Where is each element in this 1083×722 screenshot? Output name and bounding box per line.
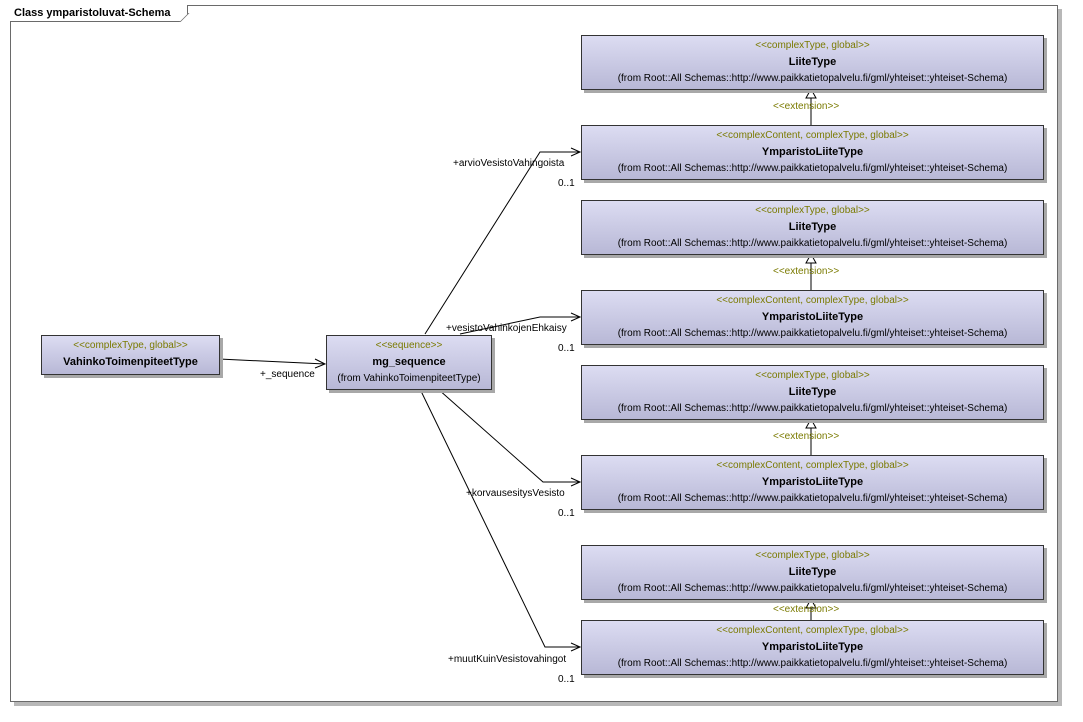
extension-arrow-1 bbox=[805, 87, 817, 99]
class-stereotype: <<complexType, global>> bbox=[755, 550, 870, 561]
class-stereotype: <<complexContent, complexType, global>> bbox=[716, 295, 909, 306]
class-ymparistoliitetype-3[interactable]: <<complexContent, complexType, global>> … bbox=[581, 455, 1044, 510]
class-liitetype-1[interactable]: <<complexType, global>> LiiteType (from … bbox=[581, 35, 1044, 90]
extension-arrow-2 bbox=[805, 252, 817, 264]
class-name: YmparistoLiiteType bbox=[761, 641, 864, 653]
class-liitetype-2[interactable]: <<complexType, global>> LiiteType (from … bbox=[581, 200, 1044, 255]
role-label-2: +vesistoVahinkojenEhkaisy bbox=[446, 323, 567, 334]
class-from: (from Root::All Schemas::http://www.paik… bbox=[617, 403, 1008, 414]
role-link-1 bbox=[424, 151, 580, 335]
sequence-stereotype: <<sequence>> bbox=[375, 340, 443, 351]
extension-label: <<extension>> bbox=[773, 604, 840, 615]
extension-arrow-4 bbox=[805, 597, 817, 609]
role-label-1: +arvioVesistoVahingoista bbox=[453, 158, 565, 169]
class-stereotype: <<complexType, global>> bbox=[755, 205, 870, 216]
class-from: (from Root::All Schemas::http://www.paik… bbox=[617, 583, 1008, 594]
class-name: YmparistoLiiteType bbox=[761, 146, 864, 158]
class-name: YmparistoLiiteType bbox=[761, 476, 864, 488]
class-name: VahinkoToimenpiteetType bbox=[63, 356, 198, 368]
frame-title: Class ymparistoluvat-Schema bbox=[10, 5, 188, 22]
class-name: LiiteType bbox=[788, 221, 837, 233]
role-mult-4: 0..1 bbox=[558, 674, 575, 685]
class-from: (from Root::All Schemas::http://www.paik… bbox=[617, 238, 1008, 249]
class-stereotype: <<complexContent, complexType, global>> bbox=[716, 130, 909, 141]
class-ymparistoliitetype-1[interactable]: <<complexContent, complexType, global>> … bbox=[581, 125, 1044, 180]
role-link-2 bbox=[459, 316, 580, 335]
class-stereotype: <<complexType, global>> bbox=[755, 40, 870, 51]
class-stereotype: <<complexContent, complexType, global>> bbox=[716, 625, 909, 636]
role-label-3: +korvausesitysVesisto bbox=[466, 488, 565, 499]
sequence-from: (from VahinkoToimenpiteetType) bbox=[337, 373, 481, 384]
class-ymparistoliitetype-4[interactable]: <<complexContent, complexType, global>> … bbox=[581, 620, 1044, 675]
class-name: LiiteType bbox=[788, 386, 837, 398]
sequence-role-label: +_sequence bbox=[260, 369, 315, 380]
class-from: (from Root::All Schemas::http://www.paik… bbox=[617, 658, 1008, 669]
extension-label: <<extension>> bbox=[773, 431, 840, 442]
class-from: (from Root::All Schemas::http://www.paik… bbox=[617, 73, 1008, 84]
extension-arrow-3 bbox=[805, 417, 817, 429]
sequence-link bbox=[218, 358, 326, 365]
class-name: LiiteType bbox=[788, 56, 837, 68]
role-mult-1: 0..1 bbox=[558, 178, 575, 189]
role-link-4 bbox=[419, 388, 580, 648]
class-stereotype: <<complexContent, complexType, global>> bbox=[716, 460, 909, 471]
class-from: (from Root::All Schemas::http://www.paik… bbox=[617, 493, 1008, 504]
class-vahinkotoimenpiteettype[interactable]: <<complexType, global>> VahinkoToimenpit… bbox=[41, 335, 220, 375]
extension-label: <<extension>> bbox=[773, 101, 840, 112]
class-ymparistoliitetype-2[interactable]: <<complexContent, complexType, global>> … bbox=[581, 290, 1044, 345]
role-label-4: +muutKuinVesistovahingot bbox=[448, 654, 567, 665]
sequence-link-arrow bbox=[314, 358, 327, 369]
class-liitetype-4[interactable]: <<complexType, global>> LiiteType (from … bbox=[581, 545, 1044, 600]
extension-label: <<extension>> bbox=[773, 266, 840, 277]
class-stereotype: <<complexType, global>> bbox=[73, 340, 188, 351]
class-name: LiiteType bbox=[788, 566, 837, 578]
class-from: (from Root::All Schemas::http://www.paik… bbox=[617, 163, 1008, 174]
class-from: (from Root::All Schemas::http://www.paik… bbox=[617, 328, 1008, 339]
class-name: YmparistoLiiteType bbox=[761, 311, 864, 323]
sequence-name: mg_sequence bbox=[372, 356, 446, 368]
class-liitetype-3[interactable]: <<complexType, global>> LiiteType (from … bbox=[581, 365, 1044, 420]
class-stereotype: <<complexType, global>> bbox=[755, 370, 870, 381]
role-mult-2: 0..1 bbox=[558, 343, 575, 354]
role-link-3 bbox=[437, 388, 580, 483]
role-mult-3: 0..1 bbox=[558, 508, 575, 519]
class-mg-sequence[interactable]: <<sequence>> mg_sequence (from VahinkoTo… bbox=[326, 335, 492, 390]
